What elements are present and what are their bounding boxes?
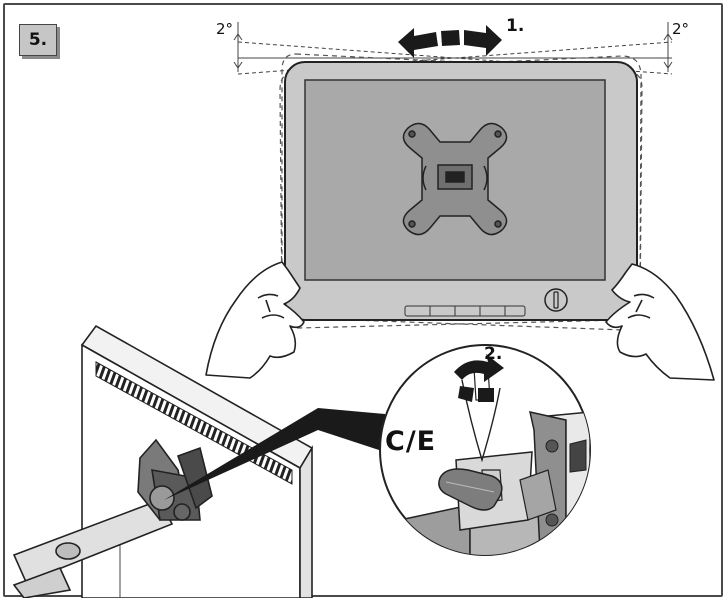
step-tighten-label: 2. bbox=[484, 344, 503, 364]
lever-handle bbox=[438, 468, 503, 511]
step-number-badge: 5. bbox=[19, 24, 57, 56]
vesa-mount-plate bbox=[402, 122, 508, 236]
detail-magnifier bbox=[379, 344, 591, 556]
right-hand bbox=[605, 263, 715, 381]
left-hand bbox=[205, 261, 305, 379]
tighten-arrow-icon bbox=[454, 354, 504, 402]
monitor-arm bbox=[12, 438, 213, 598]
callout-pointer bbox=[164, 408, 385, 500]
monitor-buttons bbox=[404, 305, 526, 317]
step-number: 5. bbox=[28, 30, 48, 50]
rotate-arrow-icon bbox=[398, 25, 502, 58]
step-rotate-label: 1. bbox=[506, 16, 525, 36]
power-icon bbox=[544, 288, 568, 312]
part-ce-label: C/E bbox=[385, 426, 437, 457]
tilt-angle-label-right: 2° bbox=[672, 20, 690, 38]
tilt-angle-label-left: 2° bbox=[216, 20, 234, 38]
